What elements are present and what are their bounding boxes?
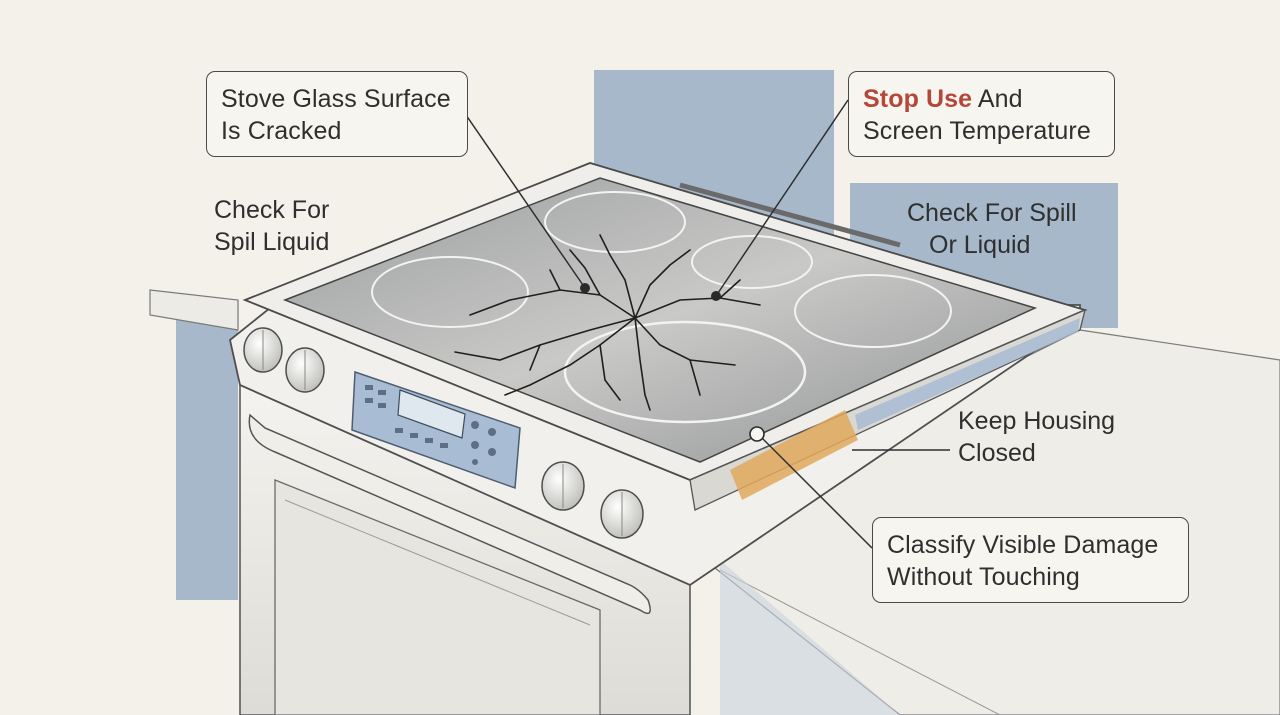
pointer-dot-icon [749, 426, 765, 442]
burner-back-right [691, 235, 813, 289]
control-knob-icon [243, 327, 283, 373]
tape-accent [730, 410, 858, 500]
control-knob-icon [541, 461, 585, 511]
callout-text-rest: And [972, 85, 1023, 113]
counter-right-front [720, 560, 900, 715]
label-line: Spil Liquid [214, 228, 330, 256]
callout-text-line: Without Touching [887, 563, 1080, 591]
glass-cooktop [282, 177, 1038, 463]
pointer-dot-icon [711, 291, 721, 301]
label-line: Keep Housing [958, 407, 1116, 435]
callout-text-line: Stove Glass Surface [221, 85, 451, 113]
callout-text-line: Classify Visible Damage [887, 531, 1159, 559]
callout-text-line: Screen Temperature [863, 117, 1091, 145]
callout-stop-use: Stop Use And Screen Temperature [848, 71, 1115, 157]
burner-front-center [563, 320, 807, 424]
label-housing: Keep Housing Closed [958, 405, 1115, 469]
wall-panel-left [176, 315, 238, 600]
callout-text-line: Is Cracked [221, 117, 342, 145]
burner-front-left [371, 256, 529, 328]
pointer-dot-icon [580, 283, 590, 293]
stove-side-blue [855, 318, 1080, 430]
burner-front-right [794, 274, 952, 348]
leader-lines [465, 99, 950, 549]
crack-icon [454, 234, 761, 411]
label-line: Check For Spill [907, 199, 1077, 227]
stop-use-emphasis: Stop Use [863, 85, 973, 113]
oven-door-handle [248, 413, 651, 615]
label-line: Closed [958, 439, 1036, 467]
label-spill-left: Check For Spil Liquid [214, 194, 329, 258]
label-line: Or Liquid [929, 231, 1031, 259]
oven-door-window [274, 479, 601, 715]
callout-classify-damage: Classify Visible Damage Without Touching [872, 517, 1189, 603]
counter-left [149, 289, 239, 331]
control-knob-icon [600, 489, 644, 539]
burner-back-left [544, 191, 686, 253]
callout-glass-cracked: Stove Glass Surface Is Cracked [206, 71, 468, 157]
label-line: Check For [214, 196, 330, 224]
label-spill-right: Check For Spill Or Liquid [907, 197, 1077, 261]
display-panel-icon [351, 370, 521, 490]
control-knob-icon [285, 347, 325, 393]
callout-text-line: Stop Use And [863, 83, 1100, 115]
